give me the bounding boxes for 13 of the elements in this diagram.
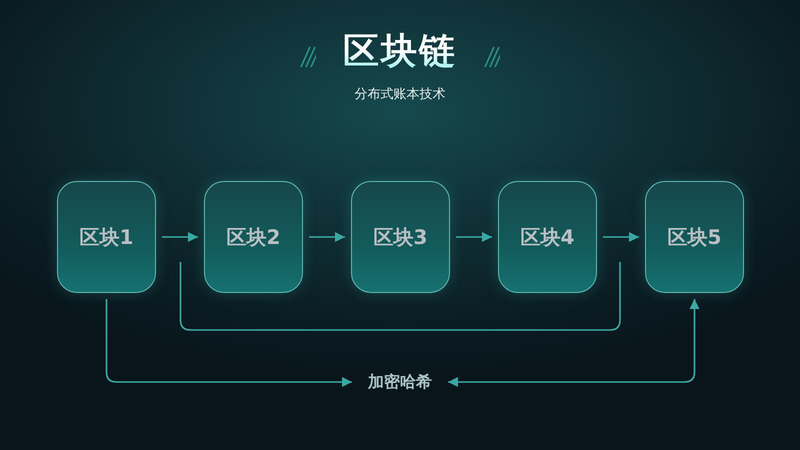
process-box: 区块1 — [57, 181, 156, 293]
node-label: 加密哈希 — [358, 370, 442, 394]
process-box: 区块3 — [351, 181, 450, 293]
arrow — [309, 232, 345, 242]
double-arrow — [448, 299, 700, 387]
arrow — [162, 232, 198, 242]
process-box: 区块5 — [645, 181, 744, 293]
process-box: 区块4 — [498, 181, 597, 293]
arrow — [603, 232, 639, 242]
arrow — [456, 232, 492, 242]
process-box: 区块2 — [204, 181, 303, 293]
arrow — [106, 299, 352, 387]
subtitle: 分布式账本技术 — [354, 86, 446, 104]
